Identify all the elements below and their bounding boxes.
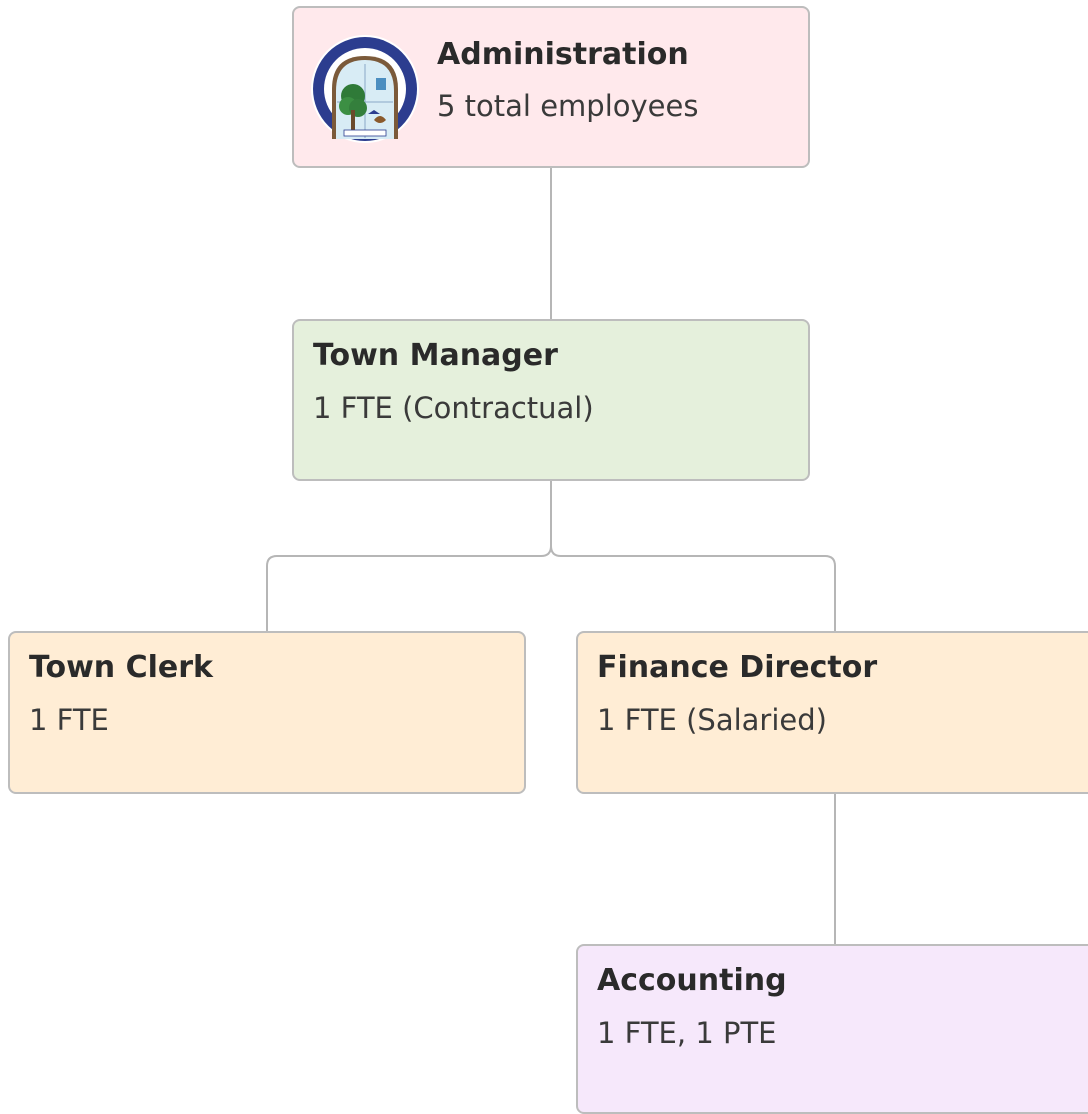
finance-director-staffing: 1 FTE (Salaried)	[597, 703, 827, 737]
town-manager-title: Town Manager	[313, 338, 558, 373]
administration-card[interactable]: Administration 5 total employees	[292, 6, 810, 168]
accounting-title: Accounting	[597, 963, 787, 998]
connector-manager-to-clerk	[266, 480, 552, 632]
town-manager-card[interactable]: Town Manager 1 FTE (Contractual)	[292, 319, 810, 481]
accounting-staffing: 1 FTE, 1 PTE	[597, 1016, 777, 1050]
town-clerk-staffing: 1 FTE	[29, 703, 109, 737]
connector-manager-to-finance	[550, 545, 836, 632]
town-clerk-card[interactable]: Town Clerk 1 FTE	[8, 631, 526, 794]
finance-director-card[interactable]: Finance Director 1 FTE (Salaried)	[576, 631, 1088, 794]
town-manager-staffing: 1 FTE (Contractual)	[313, 391, 594, 425]
finance-director-title: Finance Director	[597, 650, 878, 685]
administration-employee-count: 5 total employees	[437, 89, 699, 123]
accounting-card[interactable]: Accounting 1 FTE, 1 PTE	[576, 944, 1088, 1114]
administration-title: Administration	[437, 37, 689, 72]
town-clerk-title: Town Clerk	[29, 650, 213, 685]
town-seal-logo	[311, 35, 419, 143]
